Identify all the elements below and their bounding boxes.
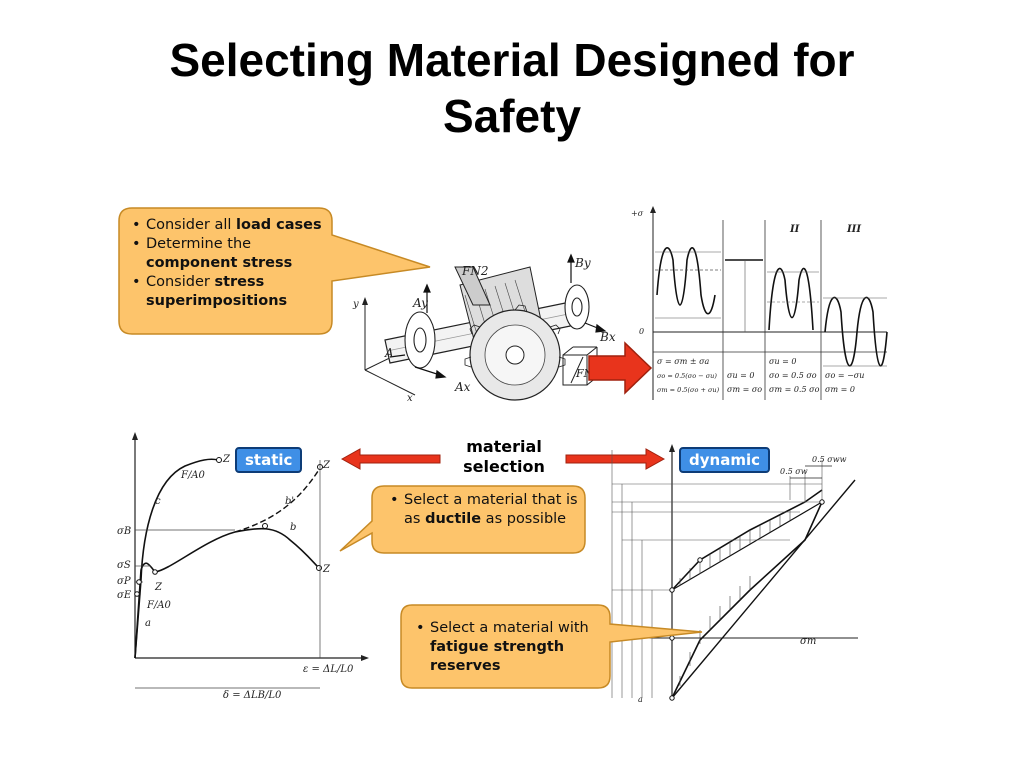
curve-b-label: b (290, 522, 296, 533)
material-selection-line-2: selection (463, 457, 545, 476)
sigma-ww-label: 0.5 σww (812, 455, 847, 464)
formula-2: σo = 0.5(σo − σu) (657, 372, 717, 380)
formula-5: σm = σo (727, 385, 762, 394)
page-title-line-2: Safety (442, 90, 582, 142)
a-label: A (384, 346, 394, 360)
curve-a-label: a (145, 618, 151, 629)
load-cases-callout: Consider all load cases Determine the co… (118, 207, 438, 337)
fatigue-item: Select a material with fatigue strength … (416, 619, 606, 676)
curve-c-label: c (155, 496, 161, 507)
sigma-m-axis-label: σm (800, 636, 816, 647)
formula-10: σm = 0 (825, 385, 855, 394)
zero-label: 0 (639, 327, 644, 336)
elongation-label: δ = ΔLB/L0 (223, 690, 282, 701)
point-z-label-top: Z (222, 454, 231, 465)
true-stress-label: F/A0 (180, 470, 206, 481)
page-title-line-1: Selecting Material Designed for (169, 34, 855, 86)
sigma-w-label: 0.5 σw (780, 467, 808, 476)
page-title: Selecting Material Designed for Safety (0, 32, 1024, 144)
fatigue-callout: Select a material with fatigue strength … (400, 604, 710, 690)
formula-1: σ = σm ± σa (657, 357, 710, 366)
shaft-assembly-figure: y x z (345, 245, 625, 410)
case-ii-label: II (789, 224, 800, 235)
formula-6: σu = 0 (769, 357, 797, 366)
point-z-label-dashed: Z (322, 460, 331, 471)
point-z-label-low: Z (154, 582, 163, 593)
static-tag: static (235, 447, 303, 473)
formula-8: σm = 0.5 σo (769, 385, 820, 394)
sigma-s-label: σS (117, 560, 131, 571)
load-case-stress-diagram: +σ 0 II III σ = σm ± σa σo = 0.5(σo − σu… (625, 200, 890, 408)
ay-label: Ay (412, 296, 428, 310)
ductile-callout: Select a material that is as ductile as … (338, 485, 588, 555)
dynamic-tag: dynamic (679, 447, 770, 473)
by-label: By (574, 256, 591, 270)
material-selection-line-1: material (466, 437, 542, 456)
static-stress-strain-diagram: σB σS σP σE F/A0 F/A0 c a b b' Z Z Z Z ε… (115, 430, 370, 702)
engineering-stress-label: F/A0 (146, 600, 172, 611)
sigma-p-label: σP (117, 576, 131, 587)
stress-superimposition-item: Consider stress superimpositions (132, 273, 330, 311)
ax-label: Ax (454, 380, 471, 394)
ductile-item: Select a material that is as ductile as … (390, 491, 580, 529)
red-block-arrow (585, 340, 655, 396)
axis-x-label: x (407, 393, 413, 404)
sigma-e-label: σE (117, 590, 132, 601)
left-red-arrow (340, 448, 442, 470)
plus-sigma-label: +σ (631, 209, 644, 218)
curve-b-prime-label: b' (285, 496, 294, 507)
sigma-b-label: σB (117, 526, 131, 537)
axis-y-label: y (352, 299, 359, 310)
formula-7: σo = 0.5 σo (769, 371, 817, 380)
fn2-label: FN2 (461, 264, 488, 278)
bx-label: Bx (599, 330, 616, 344)
formula-3: σm = 0.5(σo + σu) (657, 386, 720, 394)
point-z-label-end: Z (322, 564, 331, 575)
strain-axis-label: ε = ΔL/L0 (303, 664, 354, 675)
case-iii-label: III (846, 224, 861, 235)
formula-4: σu = 0 (727, 371, 755, 380)
load-cases-item: Consider all load cases (132, 216, 330, 235)
dynamic-a-label: a (638, 695, 643, 702)
component-stress-item: Determine the component stress (132, 235, 330, 273)
right-red-arrow (564, 448, 666, 470)
formula-9: σo = −σu (825, 371, 864, 380)
material-selection-label: material selection (446, 437, 562, 477)
